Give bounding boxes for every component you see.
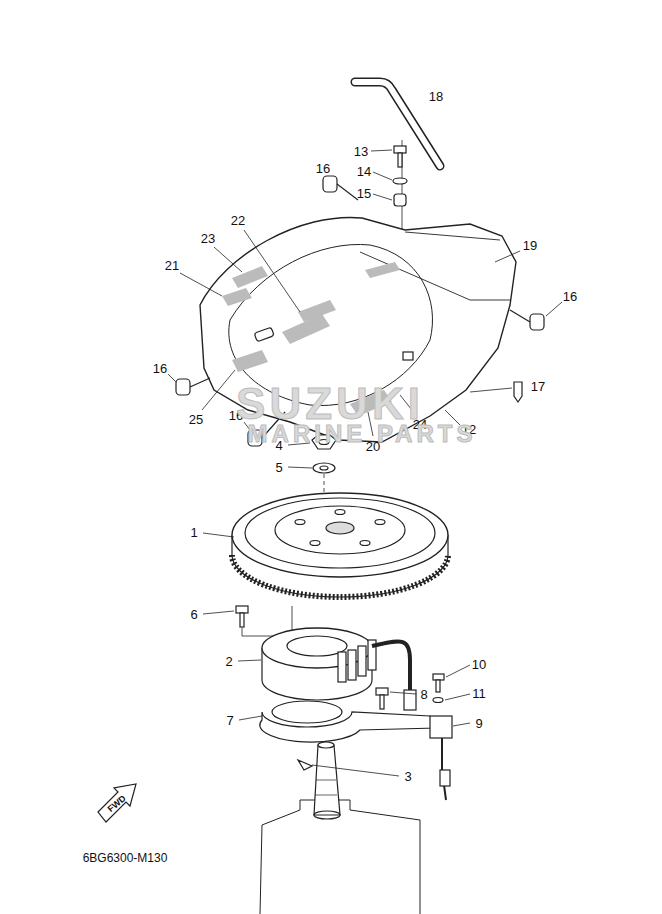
grommet	[176, 176, 544, 446]
callout-number: 1	[190, 526, 197, 539]
callout-number: 10	[472, 658, 486, 671]
fwd-arrow	[98, 784, 136, 822]
pin	[298, 760, 312, 770]
flywheel	[232, 493, 448, 597]
washer	[313, 463, 335, 473]
callout-number: 15	[357, 187, 371, 200]
leader-line	[168, 150, 562, 776]
base-plate	[260, 701, 436, 742]
crankshaft	[260, 742, 420, 914]
callout-number: 21	[165, 259, 179, 272]
callout-number: 7	[226, 714, 233, 727]
flywheel-cover	[200, 217, 516, 442]
callout-number: 16	[316, 162, 330, 175]
callout-number: 9	[475, 717, 482, 730]
callout-number: 22	[231, 214, 245, 227]
stator	[262, 628, 416, 710]
callout-number: 13	[354, 145, 368, 158]
callout-number: 23	[201, 232, 215, 245]
bolt	[393, 146, 407, 206]
callout-number: 16	[563, 290, 577, 303]
callout-number: 5	[275, 461, 282, 474]
clip	[514, 382, 522, 402]
callout-number: 25	[189, 413, 203, 426]
callout-number: 14	[357, 165, 371, 178]
callout-number: 2	[225, 655, 232, 668]
watermark: MARINE PARTS	[248, 422, 477, 446]
callout-number: 19	[523, 239, 537, 252]
callout-number: 3	[404, 770, 411, 783]
callout-number: 18	[429, 90, 443, 103]
callout-number: 16	[153, 362, 167, 375]
callout-number: 6	[190, 608, 197, 621]
pulser-coil	[430, 716, 452, 738]
diagram-code: 6BG6300-M130	[83, 852, 168, 864]
callout-number: 8	[420, 688, 427, 701]
watermark: SUZUKI	[236, 382, 424, 426]
callout-number: 17	[531, 380, 545, 393]
callout-number: 11	[472, 687, 486, 700]
